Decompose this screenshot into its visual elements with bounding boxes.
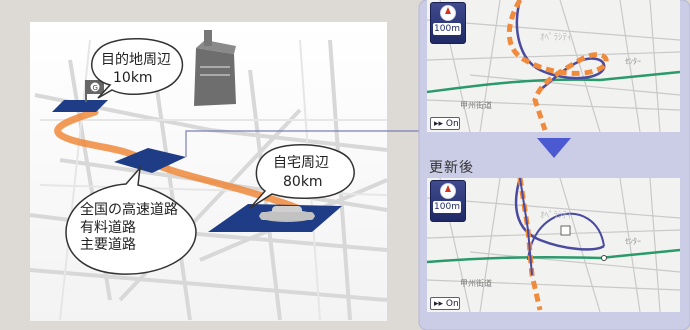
map-after-on-button[interactable]: ▸▸ On bbox=[430, 297, 460, 310]
svg-text:甲州街道: 甲州街道 bbox=[460, 100, 492, 110]
goal-flag-icon: G bbox=[85, 80, 104, 102]
map-after-scale: 100m bbox=[433, 201, 461, 213]
roads-area bbox=[114, 148, 186, 173]
svg-text:G: G bbox=[93, 84, 98, 92]
svg-text:ｾﾝﾀｰ: ｾﾝﾀｰ bbox=[625, 237, 641, 246]
svg-text:甲州街道: 甲州街道 bbox=[460, 278, 492, 288]
monument-icon bbox=[194, 30, 236, 106]
map-before-scale-badge[interactable]: 100m bbox=[430, 2, 466, 44]
destination-area bbox=[52, 100, 108, 112]
svg-text:ｵﾍﾟﾗｼﾃｨ: ｵﾍﾟﾗｼﾃｨ bbox=[540, 210, 572, 221]
home-bubble-line1: 自宅周辺 bbox=[273, 155, 329, 171]
play-icon: ▸▸ bbox=[434, 119, 444, 129]
destination-bubble bbox=[90, 38, 184, 99]
roads-bubble bbox=[65, 165, 197, 275]
destination-bubble-line2: 10km bbox=[113, 70, 153, 86]
roads-bubble-line3: 主要道路 bbox=[80, 237, 136, 253]
svg-text:ｾﾝﾀｰ: ｾﾝﾀｰ bbox=[625, 57, 641, 66]
down-triangle-icon bbox=[537, 138, 571, 158]
home-bubble-line2: 80km bbox=[283, 174, 323, 190]
compass-icon bbox=[440, 5, 456, 21]
connector-line bbox=[185, 130, 421, 157]
destination-bubble-line1: 目的地周辺 bbox=[101, 52, 171, 68]
map-before-on-button[interactable]: ▸▸ On bbox=[430, 117, 460, 130]
roads-bubble-line1: 全国の高速道路 bbox=[80, 201, 178, 218]
map-before-scale: 100m bbox=[433, 23, 461, 35]
compass-icon bbox=[440, 183, 456, 199]
map-after: ｵﾍﾟﾗｼﾃｨ ｾﾝﾀｰ 甲州街道 bbox=[426, 177, 681, 313]
car-icon bbox=[259, 206, 315, 222]
map-after-scale-badge[interactable]: 100m bbox=[430, 180, 466, 222]
svg-text:ｵﾍﾟﾗｼﾃｨ: ｵﾍﾟﾗｼﾃｨ bbox=[540, 32, 572, 43]
home-bubble bbox=[249, 143, 355, 209]
map-before-on-label: On bbox=[445, 119, 459, 129]
map-after-on-label: On bbox=[445, 299, 459, 309]
play-icon: ▸▸ bbox=[434, 299, 444, 309]
roads-bubble-line2: 有料道路 bbox=[80, 220, 136, 236]
map-before: ｵﾍﾟﾗｼﾃｨ ｾﾝﾀｰ 甲州街道 bbox=[426, 0, 681, 133]
after-update-label: 更新後 bbox=[429, 160, 474, 176]
